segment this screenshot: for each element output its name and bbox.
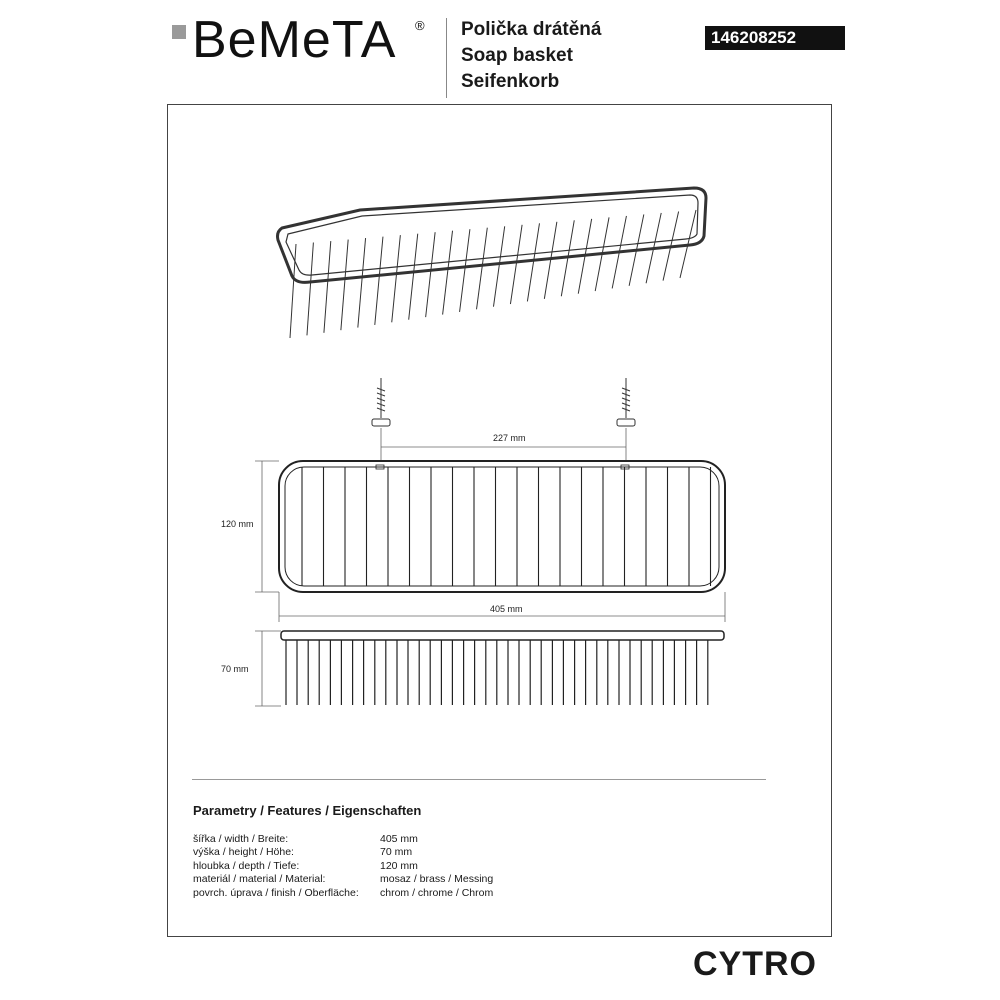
basket-front-view	[280, 630, 725, 705]
wire-bar	[306, 242, 314, 336]
section-divider	[192, 779, 766, 780]
wire-bar	[679, 209, 697, 279]
mount-screw-right	[616, 378, 636, 427]
dimension-label-405: 405 mm	[490, 604, 523, 614]
dimension-width	[278, 592, 726, 622]
wire-bar	[509, 224, 523, 305]
mount-screw-left	[371, 378, 391, 427]
dimension-label-70: 70 mm	[221, 664, 249, 674]
param-row: hloubka / depth / Tiefe: 120 mm	[193, 860, 493, 873]
wire-bar	[391, 235, 401, 323]
brand-logo: BeMeTA	[192, 11, 397, 69]
title-cz: Polička drátěná	[461, 19, 602, 40]
dimension-mount-spacing	[380, 428, 627, 462]
logo-square-mark	[172, 25, 186, 39]
param-label: povrch. úprava / finish / Oberfläche:	[193, 886, 359, 899]
wire-bar	[594, 217, 610, 292]
drawing-frame	[167, 104, 832, 937]
dimension-depth	[255, 460, 279, 593]
basket-perspective-illustration	[276, 186, 708, 339]
param-label: šířka / width / Breite:	[193, 833, 289, 845]
param-row: výška / height / Höhe: 70 mm	[193, 846, 493, 859]
param-label: hloubka / depth / Tiefe:	[193, 859, 300, 872]
wire-bar	[323, 241, 332, 333]
param-row: materiál / material / Material: mosaz / …	[193, 873, 493, 886]
param-row: povrch. úprava / finish / Oberfläche: ch…	[193, 887, 493, 900]
wire-bar	[374, 236, 384, 326]
wire-bar	[357, 238, 367, 328]
param-label: materiál / material / Material:	[193, 873, 326, 886]
param-value: 120 mm	[380, 859, 418, 872]
basket-top-view	[278, 460, 726, 593]
param-row: šířka / width / Breite: 405 mm	[193, 833, 493, 846]
wire-bar	[662, 211, 680, 281]
dimension-height	[255, 630, 281, 707]
wire-bar	[611, 215, 627, 289]
registered-mark: ®	[415, 18, 425, 33]
param-value: mosaz / brass / Messing	[380, 873, 494, 886]
param-value: 405 mm	[380, 833, 418, 845]
wire-bar	[425, 232, 436, 318]
wire-bar	[526, 223, 540, 302]
parameters-table: šířka / width / Breite: 405 mm výška / h…	[193, 833, 493, 900]
series-name: CYTRO	[693, 945, 817, 983]
parameters-title: Parametry / Features / Eigenschaften	[193, 803, 422, 818]
wire-bar	[492, 226, 506, 307]
wire-bar	[442, 230, 454, 315]
wire-bar	[408, 233, 419, 320]
wire-bar	[560, 220, 575, 297]
dimension-label-120: 120 mm	[221, 519, 254, 529]
wire-bar	[289, 243, 297, 339]
title-de: Seifenkorb	[461, 71, 560, 92]
header-divider	[446, 18, 447, 98]
wire-bar	[459, 229, 471, 312]
param-label: výška / height / Höhe:	[193, 846, 294, 859]
param-value: chrom / chrome / Chrom	[380, 886, 494, 899]
wire-bar	[476, 227, 488, 310]
product-titles: Polička drátěná Soap basket Seifenkorb	[461, 17, 601, 95]
product-code: 146208252	[705, 26, 845, 50]
title-en: Soap basket	[461, 45, 573, 66]
wire-bar	[543, 221, 558, 299]
wire-bar	[340, 239, 349, 331]
wire-bar	[577, 218, 593, 294]
wire-bar	[628, 214, 645, 286]
dimension-label-227: 227 mm	[493, 433, 526, 443]
param-value: 70 mm	[380, 846, 413, 859]
wire-bar	[645, 212, 662, 284]
